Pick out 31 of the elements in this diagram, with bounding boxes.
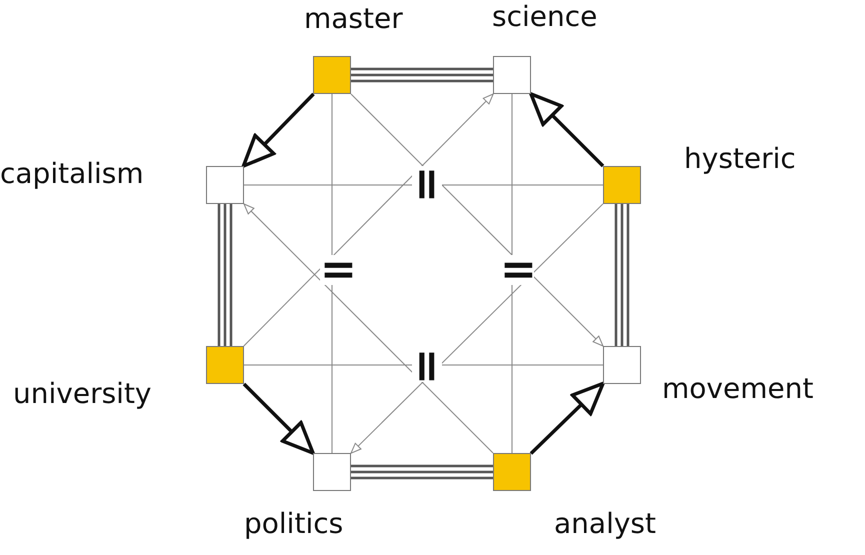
connector-line — [350, 464, 494, 480]
arrow — [242, 92, 315, 168]
node-square — [206, 166, 244, 204]
node-label: movement — [662, 375, 814, 403]
node-label: science — [492, 3, 598, 31]
arrow — [529, 92, 604, 168]
node-label: university — [13, 380, 152, 408]
connector-line — [218, 202, 232, 348]
connector-line — [244, 364, 604, 366]
equal-sign: = — [412, 166, 442, 200]
node-square — [493, 56, 531, 94]
node-square — [206, 346, 244, 384]
node-square — [493, 453, 531, 491]
arrow — [242, 382, 315, 455]
arrow — [350, 203, 604, 454]
node-square — [313, 56, 351, 94]
connector-line — [614, 202, 630, 348]
node-label: analyst — [554, 510, 656, 538]
node-square — [313, 453, 351, 491]
node-label: hysteric — [684, 145, 796, 173]
connector-line — [244, 184, 604, 186]
arrow — [244, 204, 494, 454]
node-label: master — [304, 5, 403, 33]
arrow — [530, 382, 605, 455]
node-square — [603, 166, 641, 204]
arrow — [243, 94, 494, 346]
node-label: capitalism — [0, 160, 144, 188]
connector-line — [350, 68, 494, 82]
node-label: politics — [244, 510, 344, 538]
equal-sign: = — [320, 255, 354, 285]
node-square — [603, 346, 641, 384]
